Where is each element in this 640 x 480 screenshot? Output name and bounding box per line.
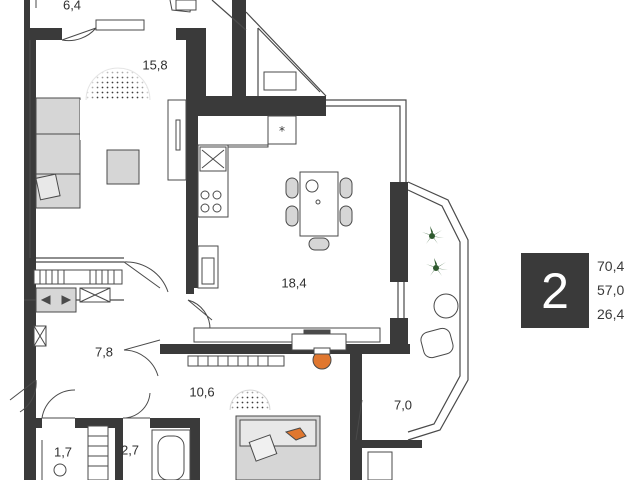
plant-icon bbox=[420, 226, 444, 244]
walls bbox=[24, 0, 422, 480]
room-count-badge: 2 bbox=[521, 253, 589, 328]
room-label-bathroom: 1,7 bbox=[53, 444, 73, 460]
room-label-toilet: 2,7 bbox=[120, 442, 140, 458]
plants bbox=[420, 226, 448, 276]
area-summary: 70,4 57,0 26,4 bbox=[597, 254, 640, 326]
room-label-hallway: 7,8 bbox=[94, 344, 114, 360]
doors bbox=[9, 27, 363, 441]
outlines bbox=[24, 0, 469, 441]
living-area: 57,0 bbox=[597, 282, 625, 298]
furniture: * bbox=[33, 0, 459, 480]
plant-icon bbox=[424, 258, 448, 276]
total-area: 70,4 bbox=[597, 258, 625, 274]
room-label-kitchen: 18,4 bbox=[281, 275, 307, 291]
room-label-balcony-right: 7,0 bbox=[393, 397, 413, 413]
kitchen-area: 26,4 bbox=[597, 306, 625, 322]
svg-text:*: * bbox=[279, 124, 285, 138]
room-label-living-room: 15,8 bbox=[142, 57, 168, 73]
room-label-balcony-top: 6,4 bbox=[62, 0, 82, 13]
room-label-bedroom: 10,6 bbox=[189, 384, 215, 400]
